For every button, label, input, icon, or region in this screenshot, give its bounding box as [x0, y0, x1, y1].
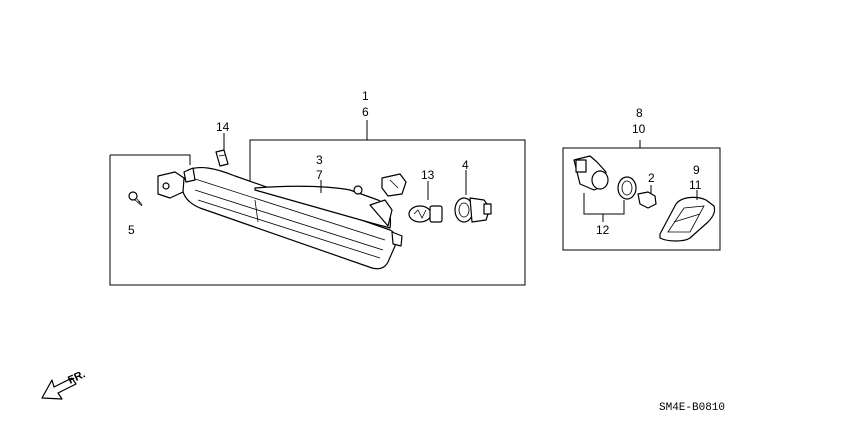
callout-14: 14 — [216, 120, 230, 134]
leader-lines-left — [223, 120, 467, 200]
side-marker-bulb — [637, 191, 657, 209]
leader-lines-right — [583, 185, 698, 222]
callout-8: 8 — [636, 106, 643, 120]
diagram-code: SM4E-B0810 — [659, 402, 725, 414]
front-direction-arrow: FR. — [41, 368, 87, 400]
callout-1: 1 — [362, 89, 369, 103]
callout-7: 7 — [316, 168, 323, 182]
mounting-bracket — [157, 167, 196, 199]
screw-part — [128, 191, 143, 207]
callout-9: 9 — [693, 163, 700, 177]
callout-12: 12 — [596, 223, 610, 237]
callout-11: 11 — [689, 178, 702, 192]
callout-3: 3 — [316, 153, 323, 167]
callout-2: 2 — [648, 171, 655, 185]
side-marker-group-frame — [562, 140, 721, 251]
turn-signal-lens-housing — [181, 166, 403, 270]
bulb-bracket — [381, 173, 407, 197]
direction-label: FR. — [66, 368, 87, 386]
socket-part — [454, 197, 492, 223]
callout-5: 5 — [128, 223, 135, 237]
callout-4: 4 — [462, 158, 469, 172]
callout-10: 10 — [632, 122, 646, 136]
turn-signal-group-frame — [109, 139, 526, 286]
callout-6: 6 — [362, 105, 369, 119]
bulb-part — [408, 205, 443, 223]
callout-13: 13 — [421, 168, 435, 182]
side-marker-socket — [573, 155, 609, 191]
clip-part — [215, 149, 229, 167]
side-marker-lens — [659, 196, 716, 242]
gasket-ring — [617, 176, 637, 200]
